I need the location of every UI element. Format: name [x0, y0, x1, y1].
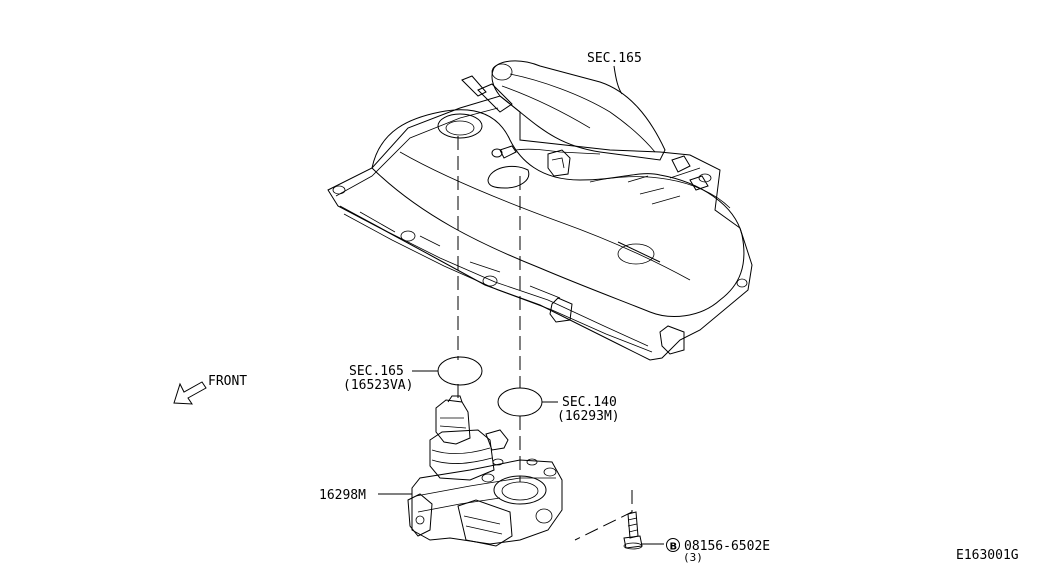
throttle-body-drawing	[378, 395, 563, 547]
leader-sec165-top	[613, 65, 623, 95]
label-bolt-part: 08156-6502E	[684, 539, 770, 554]
label-sec165-top: SEC.165	[587, 51, 642, 66]
label-throttle-body-part: 16298M	[319, 488, 366, 503]
label-sec140-gasket-part: (16293M)	[557, 409, 620, 424]
intake-collector-drawing	[327, 60, 753, 361]
label-bolt-marker: B	[670, 542, 678, 553]
gasket-sec165	[412, 356, 483, 386]
label-sec165-gasket-part: (16523VA)	[343, 378, 413, 393]
front-arrow-icon	[173, 381, 207, 405]
gasket-sec140	[497, 387, 558, 417]
label-bolt-qty: (3)	[683, 551, 703, 564]
label-sec165-gasket: SEC.165	[349, 364, 404, 379]
label-front: FRONT	[208, 374, 247, 389]
bolt-marker-circle	[666, 538, 680, 552]
label-diagram-code: E163001G	[956, 548, 1019, 563]
label-sec140-gasket: SEC.140	[562, 395, 617, 410]
alignment-lines	[457, 136, 633, 541]
bolt-drawing	[623, 511, 664, 550]
